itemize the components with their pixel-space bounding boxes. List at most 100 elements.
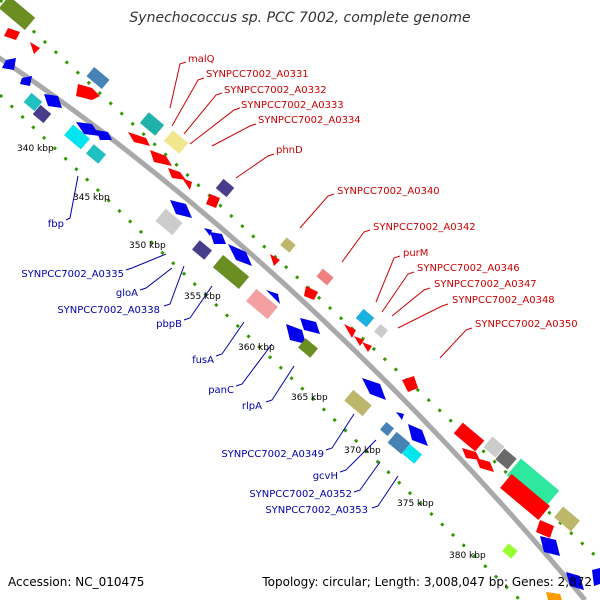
feature-block <box>246 288 278 320</box>
cds-arrow <box>402 376 418 392</box>
gene-label-A0350: SYNPCC7002_A0350 <box>475 319 578 330</box>
feature-block <box>495 448 517 470</box>
tick-label: 370 kbp <box>344 446 381 456</box>
cds-arrow <box>344 324 356 338</box>
gc-track-inner <box>0 93 522 600</box>
feature-block <box>483 436 505 458</box>
map-title: Synechococcus sp. PCC 7002, complete gen… <box>129 10 470 26</box>
reverse-leader-lines <box>65 175 399 509</box>
gene-label-A0332: SYNPCC7002_A0332 <box>224 85 327 96</box>
tick-label: 355 kbp <box>184 292 221 302</box>
reverse-strand-features <box>2 58 600 600</box>
gene-label-A0347: SYNPCC7002_A0347 <box>434 279 537 290</box>
cds-arrow <box>266 290 280 304</box>
cds-arrow <box>4 28 20 40</box>
gene-label-pbpB: pbpB <box>156 319 182 330</box>
cds-arrow <box>76 122 100 136</box>
gene-label-phnD: phnD <box>276 145 303 156</box>
tick-label: 350 kbp <box>129 241 166 251</box>
feature-block <box>32 104 52 124</box>
gene-label-A0352: SYNPCC7002_A0352 <box>249 489 352 500</box>
forward-leader-lines <box>169 61 473 359</box>
feature-block <box>506 458 560 508</box>
cds-arrow <box>170 200 192 218</box>
cds-arrow <box>128 132 150 146</box>
genome-summary-text: Topology: circular; Length: 3,008,047 bp… <box>261 575 592 589</box>
gene-label-malQ: malQ <box>188 54 215 65</box>
cds-arrow <box>540 536 560 556</box>
cds-arrow <box>566 572 584 590</box>
cds-arrow <box>592 568 600 586</box>
feature-block <box>316 268 334 286</box>
gene-label-A0338: SYNPCC7002_A0338 <box>57 305 160 316</box>
cds-arrow <box>286 324 306 344</box>
feature-block <box>344 389 372 417</box>
feature-block <box>554 506 580 532</box>
gene-label-A0346: SYNPCC7002_A0346 <box>417 263 520 274</box>
feature-block <box>163 130 189 154</box>
cds-arrow <box>204 228 212 236</box>
tick-label: 340 kbp <box>17 144 54 154</box>
tick-label: 360 kbp <box>238 343 275 353</box>
feature-block <box>215 178 235 198</box>
cds-arrow <box>76 84 100 100</box>
cds-arrow <box>182 178 192 190</box>
tick-label: 345 kbp <box>73 193 110 203</box>
cds-arrow <box>206 194 220 208</box>
feature-block <box>502 543 518 559</box>
feature-block <box>86 144 106 164</box>
feature-block <box>355 308 375 328</box>
cds-arrow <box>536 520 554 538</box>
cds-arrow <box>304 286 318 300</box>
tick-label: 375 kbp <box>397 499 434 509</box>
gene-label-fusA: fusA <box>192 355 214 366</box>
cds-arrow <box>30 42 40 54</box>
forward-strand-features <box>0 0 580 538</box>
gene-label-A0331: SYNPCC7002_A0331 <box>206 69 309 80</box>
gene-label-A0349: SYNPCC7002_A0349 <box>221 449 324 460</box>
cds-arrow <box>462 448 480 460</box>
gene-label-A0340: SYNPCC7002_A0340 <box>337 186 440 197</box>
gene-label-purM: purM <box>403 248 428 259</box>
gene-label-fbp: fbp <box>48 219 64 230</box>
accession-text: Accession: NC_010475 <box>8 575 144 589</box>
cds-arrow <box>546 592 562 600</box>
cds-arrow <box>2 58 16 70</box>
genome-backbone <box>0 55 587 600</box>
reverse-gene-labels: fbp SYNPCC7002_A0335 gloA SYNPCC7002_A03… <box>21 219 368 516</box>
gene-label-A0348: SYNPCC7002_A0348 <box>452 295 555 306</box>
feature-block <box>500 474 550 520</box>
cds-arrow <box>150 150 172 166</box>
gene-label-panC: panC <box>208 385 234 396</box>
cds-arrow <box>96 130 112 140</box>
cds-arrow <box>168 168 186 180</box>
feature-block <box>402 444 422 464</box>
cds-arrow <box>228 244 252 266</box>
feature-block <box>453 422 485 452</box>
feature-block <box>192 240 212 260</box>
gene-label-glo: gloA <box>116 288 138 299</box>
cds-arrow <box>476 458 494 472</box>
feature-block <box>373 323 389 339</box>
feature-block <box>23 92 43 112</box>
coordinate-ticks: 340 kbp 345 kbp 350 kbp 355 kbp 360 kbp … <box>17 144 486 561</box>
gene-label-A0334: SYNPCC7002_A0334 <box>258 115 361 126</box>
cds-arrow <box>408 424 428 446</box>
gene-label-A0333: SYNPCC7002_A0333 <box>241 100 344 111</box>
feature-block <box>280 237 296 253</box>
feature-block <box>212 254 250 290</box>
forward-gene-labels: malQ SYNPCC7002_A0331 SYNPCC7002_A0332 S… <box>188 54 578 330</box>
cds-arrow <box>396 412 404 420</box>
cds-arrow <box>362 378 386 400</box>
feature-block <box>298 338 318 358</box>
cds-arrow <box>44 94 62 108</box>
feature-block <box>0 0 36 31</box>
gc-track-outer <box>0 0 600 562</box>
cds-arrow <box>20 76 32 86</box>
feature-block <box>64 124 90 150</box>
gene-label-A0353: SYNPCC7002_A0353 <box>265 505 368 516</box>
cds-arrow <box>270 254 280 266</box>
gene-label-A0335: SYNPCC7002_A0335 <box>21 269 124 280</box>
cds-arrow <box>354 336 364 346</box>
